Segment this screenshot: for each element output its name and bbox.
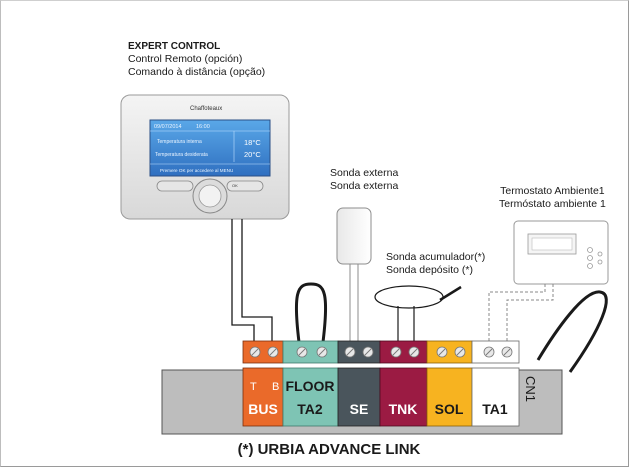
expert-control-line2: Comando à distância (opção): [128, 66, 266, 78]
terminal-ta2: [282, 367, 339, 427]
expert-control-device: Chaffoteaux 09/07/2014 16:00 Temperatura…: [120, 94, 290, 220]
terminal-sol: [426, 367, 473, 427]
external-probe: [336, 207, 372, 265]
tnk-label: TNK: [389, 401, 418, 417]
terminal-screw-strip: [242, 340, 520, 364]
ta1-wire-2: [506, 284, 554, 346]
terminal-tnk: [379, 367, 428, 427]
device-ok-label: OK: [232, 183, 238, 188]
terminal-bus: [242, 367, 284, 427]
terminal-ta1: [471, 367, 520, 427]
ta1-jumper-loop: [536, 290, 608, 373]
device-left-button: [156, 180, 194, 192]
expert-control-line1: Control Remoto (opción): [128, 53, 243, 65]
device-row1-value: 18°C: [244, 138, 261, 147]
floor-jumper-loop: [294, 282, 328, 351]
se-label: SE: [350, 401, 369, 417]
bus-wire-1: [231, 219, 255, 344]
termostato-line1: Termostato Ambiente1: [500, 185, 605, 197]
sonda-acumulador-line2: Sonda depósito (*): [386, 264, 473, 276]
device-row1-label: Temperatura interna: [157, 139, 202, 145]
device-row2-value: 20°C: [244, 150, 261, 159]
cn1-label: CN1: [523, 376, 538, 402]
sonda-externa-label: Sonda externa Sonda externa: [330, 167, 398, 193]
device-date: 09/07/2014: [154, 124, 182, 130]
sonda-acumulador-line1: Sonda acumulador(*): [386, 251, 486, 263]
device-brand: Chaffoteaux: [190, 106, 222, 112]
device-time: 16:00: [196, 124, 210, 130]
expert-control-title: EXPERT CONTROL: [128, 41, 221, 52]
device-row2-label: Temperatura desiderata: [155, 152, 208, 158]
device-ok-button: [226, 180, 264, 192]
bus-label: BUS: [248, 401, 278, 417]
expert-control-label: EXPERT CONTROL Control Remoto (opción) C…: [128, 40, 265, 79]
tank-probe-coil: [374, 285, 444, 309]
board-title: (*) URBIA ADVANCE LINK: [238, 441, 421, 458]
termostato-line2: Termóstato ambiente 1: [499, 198, 606, 210]
floor-label: FLOOR: [286, 378, 335, 394]
sol-label: SOL: [435, 401, 464, 417]
terminal-se: [337, 367, 381, 427]
bus-wire-2: [241, 219, 273, 344]
tank-probe-tip: [439, 285, 462, 302]
sonda-acumulador-label: Sonda acumulador(*) Sonda depósito (*): [386, 251, 485, 277]
device-screen: [149, 119, 271, 177]
termostato-label: Termostato Ambiente1 Termóstato ambiente…: [499, 185, 606, 211]
sonda-externa-line1: Sonda externa: [330, 167, 399, 179]
thermostat-device: [513, 220, 609, 285]
device-footer: Premere OK per accedere al MENU: [160, 168, 233, 173]
ta2-label: TA2: [297, 401, 323, 417]
bus-sub-t: T: [250, 381, 257, 393]
sonda-externa-line2: Sonda externa: [330, 180, 399, 192]
ta1-wire-1: [488, 284, 546, 346]
bus-sub-b: B: [272, 381, 279, 393]
ta1-label: TA1: [482, 401, 508, 417]
